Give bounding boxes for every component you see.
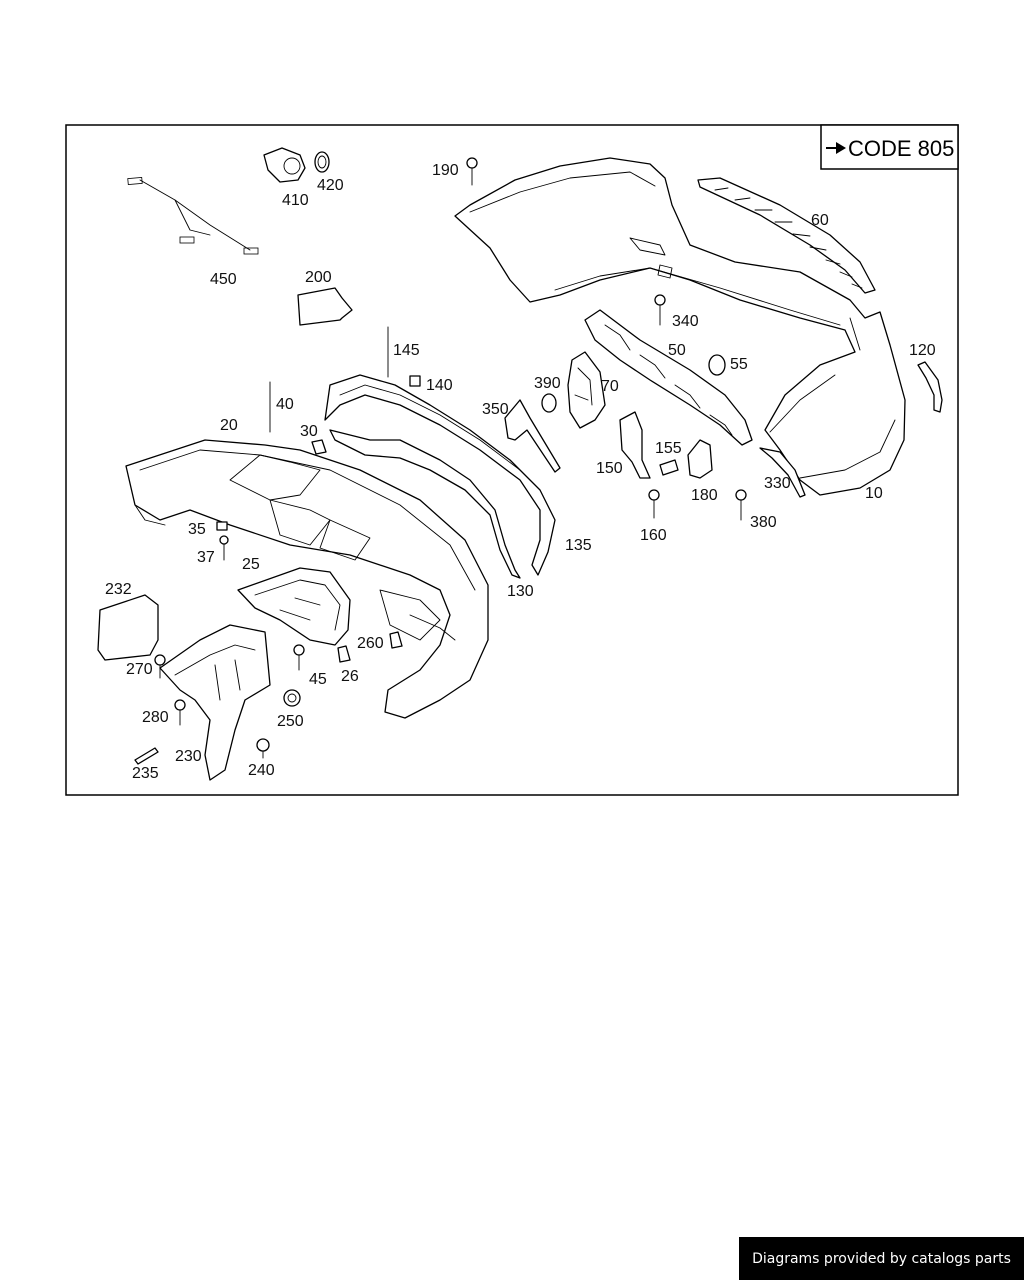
- fastener-140: [409, 375, 421, 387]
- fastener-160: [648, 489, 660, 519]
- code-805-text: CODE 805: [848, 136, 954, 161]
- label-160: 160: [640, 527, 667, 544]
- label-140: 140: [426, 377, 453, 394]
- label-250: 250: [277, 713, 304, 730]
- part-120-cover: [917, 361, 943, 413]
- label-410: 410: [282, 192, 309, 209]
- part-350-bracket: [504, 399, 561, 473]
- part-60-trim-strip: [697, 177, 876, 294]
- label-340: 340: [672, 313, 699, 330]
- label-30: 30: [300, 423, 318, 440]
- fastener-26: [337, 645, 351, 663]
- fastener-270: [154, 654, 166, 679]
- part-10-bumper-cover: [454, 157, 906, 496]
- fastener-190: [466, 157, 478, 186]
- part-25-underbody-panel: [237, 567, 351, 646]
- fastener-260: [389, 631, 403, 649]
- label-190: 190: [432, 162, 459, 179]
- fastener-37: [219, 535, 229, 561]
- label-260: 260: [357, 635, 384, 652]
- fastener-250: [283, 689, 301, 707]
- label-135: 135: [565, 537, 592, 554]
- code-box: CODE 805: [820, 124, 959, 170]
- part-410-sensor: [263, 147, 306, 183]
- label-130: 130: [507, 583, 534, 600]
- part-200-cover: [297, 287, 353, 326]
- part-130-trim: [329, 429, 521, 579]
- label-150: 150: [596, 460, 623, 477]
- label-145: 145: [393, 342, 420, 359]
- part-232-panel: [97, 594, 159, 661]
- fastener-35: [216, 521, 228, 531]
- fastener-240: [256, 738, 270, 759]
- part-50-bracket: [584, 309, 753, 446]
- label-330: 330: [764, 475, 791, 492]
- label-280: 280: [142, 709, 169, 726]
- label-50: 50: [668, 342, 686, 359]
- part-230-bracket: [159, 624, 271, 781]
- label-232: 232: [105, 581, 132, 598]
- label-10: 10: [865, 485, 883, 502]
- fastener-155: [659, 459, 679, 476]
- label-270: 270: [126, 661, 153, 678]
- part-450-harness: [127, 176, 259, 255]
- label-235: 235: [132, 765, 159, 782]
- fastener-280: [174, 699, 186, 726]
- fastener-45: [293, 644, 305, 671]
- label-180: 180: [691, 487, 718, 504]
- part-20-lower-bumper: [125, 439, 489, 719]
- label-20: 20: [220, 417, 238, 434]
- label-450: 450: [210, 271, 237, 288]
- label-40: 40: [276, 396, 294, 413]
- label-350: 350: [482, 401, 509, 418]
- label-390: 390: [534, 375, 561, 392]
- label-230: 230: [175, 748, 202, 765]
- part-135-trim: [324, 374, 556, 576]
- label-45: 45: [309, 671, 327, 688]
- fastener-390: [541, 393, 557, 413]
- label-26: 26: [341, 668, 359, 685]
- part-70-bracket: [567, 351, 606, 429]
- part-330-strip: [759, 447, 806, 498]
- arrow-right-icon: [826, 142, 846, 154]
- part-235-clip: [134, 747, 159, 765]
- fastener-340: [654, 294, 666, 326]
- part-180-bracket: [687, 439, 713, 479]
- label-240: 240: [248, 762, 275, 779]
- label-55: 55: [730, 356, 748, 373]
- label-380: 380: [750, 514, 777, 531]
- part-150-bracket: [619, 411, 651, 479]
- label-35: 35: [188, 521, 206, 538]
- label-155: 155: [655, 440, 682, 457]
- part-420-ring: [314, 151, 330, 173]
- fastener-30: [311, 439, 327, 455]
- fastener-380: [735, 489, 747, 521]
- label-37: 37: [197, 549, 215, 566]
- label-200: 200: [305, 269, 332, 286]
- label-70: 70: [601, 378, 619, 395]
- fastener-55: [708, 354, 726, 376]
- footer-credit: Diagrams provided by catalogs parts: [739, 1237, 1024, 1280]
- label-420: 420: [317, 177, 344, 194]
- label-120: 120: [909, 342, 936, 359]
- label-25: 25: [242, 556, 260, 573]
- label-60: 60: [811, 212, 829, 229]
